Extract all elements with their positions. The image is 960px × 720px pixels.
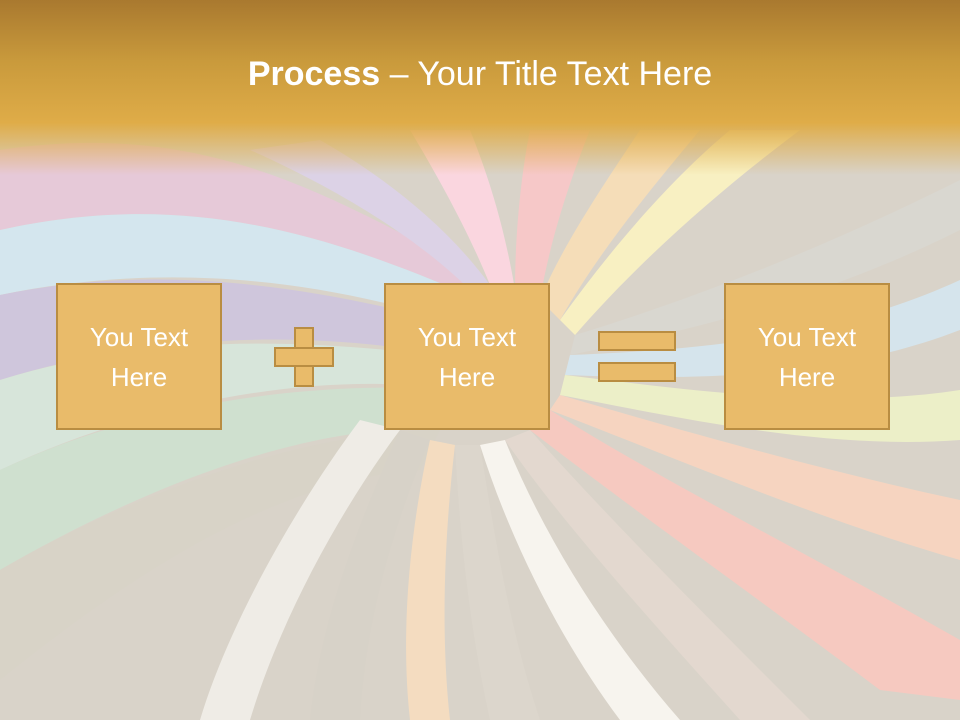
process-box-2[interactable]: You Text Here — [384, 283, 550, 430]
title-text: – Your Title Text Here — [380, 55, 713, 93]
title-bar — [0, 0, 960, 175]
process-box-3-text: You Text Here — [757, 321, 857, 392]
process-box-1-text: You Text Here — [89, 321, 189, 392]
plus-icon — [274, 327, 334, 387]
title-bold-word: Process — [247, 55, 381, 93]
process-box-3[interactable]: You Text Here — [724, 283, 890, 430]
equals-icon — [598, 331, 676, 383]
slide-title: Process – Your Title Text Here — [0, 52, 960, 96]
process-box-1[interactable]: You Text Here — [56, 283, 222, 430]
process-box-2-text: You Text Here — [417, 321, 517, 392]
